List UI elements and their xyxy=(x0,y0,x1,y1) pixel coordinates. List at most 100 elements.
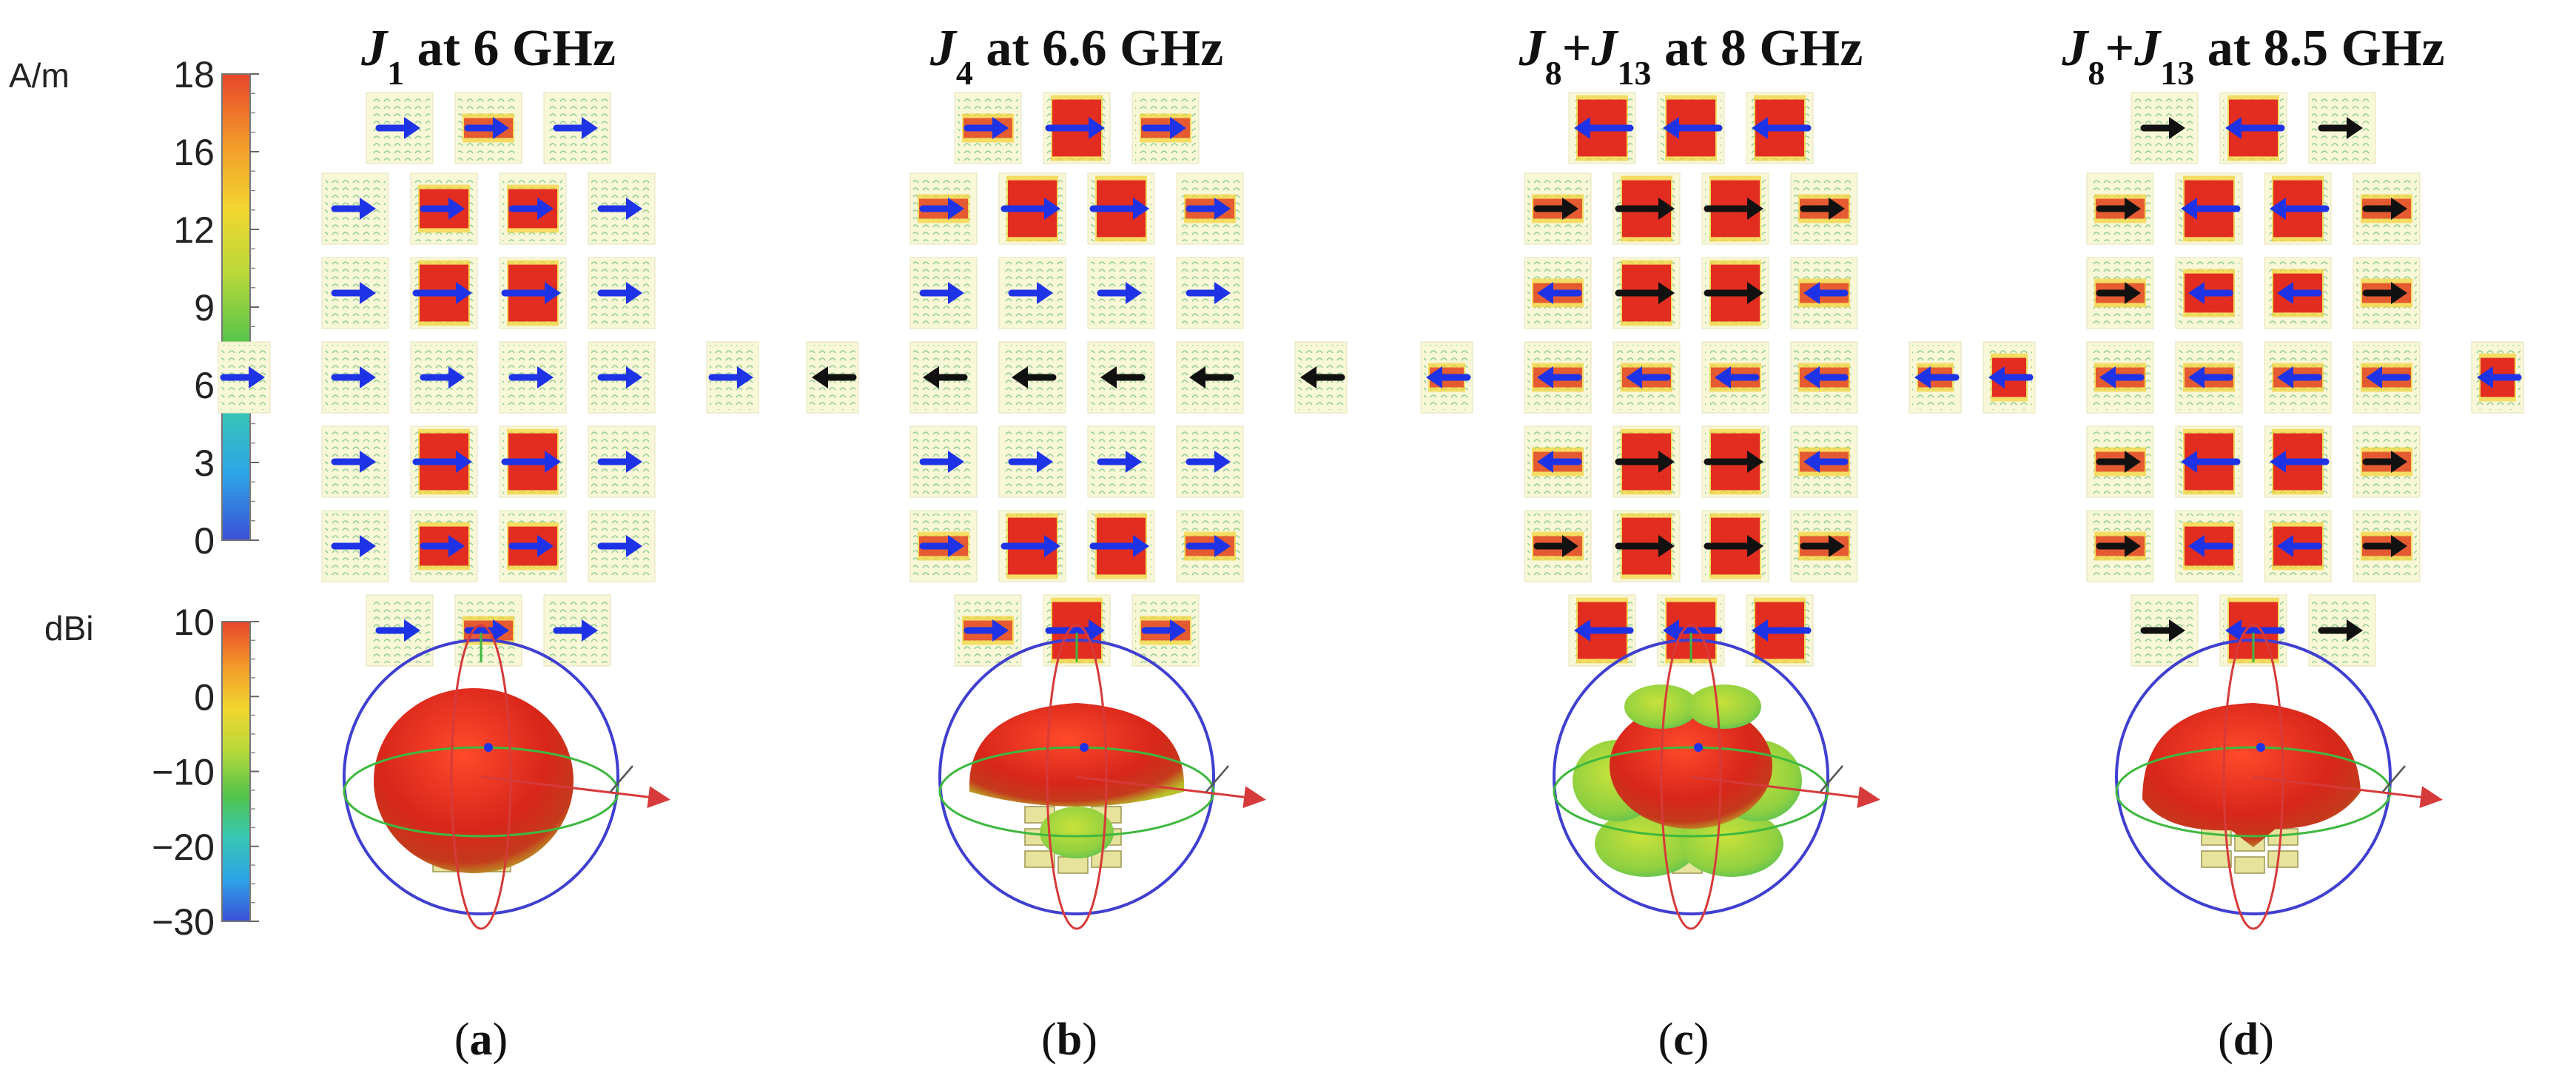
subfigure-label-letter: c xyxy=(1673,1015,1694,1065)
colorbar-tick-label: −20 xyxy=(152,827,215,868)
colorbar-gain-unit: dBi xyxy=(44,609,93,647)
colorbar-tick-label: 12 xyxy=(173,209,215,251)
right-arrow-icon xyxy=(331,366,376,388)
right-arrow-icon xyxy=(1186,535,1231,557)
right-arrow-icon xyxy=(220,366,265,388)
panel-title-part: 8 xyxy=(2088,54,2105,92)
panel-title-part: J xyxy=(2133,20,2162,77)
subfigure-label-letter: a xyxy=(470,1015,493,1065)
patch-row xyxy=(909,172,1244,245)
colorbar-tick-label: 0 xyxy=(194,520,215,562)
right-arrow-icon xyxy=(919,198,964,220)
right-arrow-icon xyxy=(331,282,376,304)
right-arrow-icon xyxy=(2096,198,2141,220)
panel-title-part: + xyxy=(2105,20,2134,77)
panel-title-part: J xyxy=(2061,20,2089,77)
patch-row xyxy=(1568,92,1814,164)
origin-marker-icon xyxy=(1080,743,1089,752)
pattern-equator xyxy=(2115,746,2392,838)
right-arrow-icon xyxy=(2362,535,2407,557)
right-arrow-icon xyxy=(420,198,465,220)
right-arrow-icon xyxy=(420,366,465,388)
right-arrow-icon xyxy=(375,117,420,139)
panel-title-part: 13 xyxy=(2160,54,2194,92)
subfigure-label-close: ) xyxy=(493,1015,508,1065)
left-arrow-icon xyxy=(1803,366,1849,388)
patch-row xyxy=(321,425,656,498)
pattern-meridian xyxy=(450,624,512,930)
right-arrow-icon xyxy=(331,198,376,220)
subfigure-label-close: ) xyxy=(1082,1015,1097,1065)
left-arrow-icon xyxy=(2277,282,2322,304)
right-arrow-icon xyxy=(919,282,964,304)
right-arrow-icon xyxy=(1186,451,1231,473)
patch-row xyxy=(909,257,1244,329)
panel-title-part: J xyxy=(929,20,958,77)
colorbar-tick-label: 6 xyxy=(194,365,215,406)
left-arrow-icon xyxy=(2366,366,2411,388)
side-lobe xyxy=(1687,684,1761,729)
left-arrow-icon xyxy=(2188,366,2233,388)
right-arrow-icon xyxy=(501,451,561,473)
x-axis-arrow-icon xyxy=(1076,776,1266,809)
right-arrow-icon xyxy=(919,535,964,557)
right-arrow-icon xyxy=(412,282,472,304)
patch-row xyxy=(2086,425,2421,498)
panel-title-part: J xyxy=(360,20,389,77)
right-arrow-icon xyxy=(2362,282,2407,304)
radiation-pattern xyxy=(1553,624,1880,930)
panel-title-part: 13 xyxy=(1618,54,1652,92)
right-arrow-icon xyxy=(964,619,1009,642)
right-arrow-icon xyxy=(2362,451,2407,473)
left-arrow-icon xyxy=(1752,117,1812,139)
origin-marker-icon xyxy=(2256,743,2265,752)
panel-title-part: at 8 GHz xyxy=(1652,20,1863,77)
right-arrow-icon xyxy=(597,535,642,557)
panel-title-part: at 6 GHz xyxy=(404,20,616,77)
patch-row xyxy=(2086,510,2421,582)
panel-title: J1 at 6 GHz xyxy=(360,20,616,92)
colorbar-tick-label: 3 xyxy=(194,443,215,484)
subfigure-label-letter: d xyxy=(2233,1015,2259,1065)
phi-axis-icon xyxy=(1820,765,1843,793)
right-arrow-icon xyxy=(1141,117,1186,139)
pattern-equator xyxy=(1553,746,1829,838)
left-arrow-icon xyxy=(1537,366,1582,388)
patch-tile xyxy=(2175,257,2243,329)
right-arrow-icon xyxy=(1186,198,1231,220)
panel-c: J8+J13 at 8 GHz(c) xyxy=(1420,20,1962,1065)
panel-title-part: 1 xyxy=(387,54,404,92)
right-arrow-icon xyxy=(331,451,376,473)
colorbar-current-unit: A/m xyxy=(9,56,70,95)
right-arrow-icon xyxy=(508,366,554,388)
right-arrow-icon xyxy=(597,198,642,220)
right-arrow-icon xyxy=(1097,282,1142,304)
right-arrow-icon xyxy=(1615,535,1675,557)
subfigure-label-close: ) xyxy=(2259,1015,2274,1065)
left-arrow-icon xyxy=(1715,366,1760,388)
left-arrow-icon xyxy=(2188,535,2233,557)
x-axis-arrow-icon xyxy=(1690,776,1880,809)
left-arrow-icon xyxy=(923,366,968,388)
phi-axis-icon xyxy=(2382,765,2406,793)
right-arrow-icon xyxy=(2318,619,2363,642)
left-arrow-icon xyxy=(2270,198,2330,220)
right-arrow-icon xyxy=(553,619,598,642)
right-arrow-icon xyxy=(2362,198,2407,220)
subfigure-label-open: ( xyxy=(1041,1015,1057,1065)
right-arrow-icon xyxy=(331,535,376,557)
patch-row xyxy=(1983,341,2524,414)
right-arrow-icon xyxy=(597,282,642,304)
left-arrow-icon xyxy=(1803,282,1849,304)
radiation-pattern xyxy=(2115,624,2443,930)
right-arrow-icon xyxy=(1704,198,1763,220)
radiation-pattern xyxy=(343,624,670,930)
right-arrow-icon xyxy=(375,619,420,642)
patch-row xyxy=(1524,257,1858,329)
left-arrow-icon xyxy=(2181,198,2241,220)
patch-row xyxy=(909,510,1244,582)
subfigure-label-close: ) xyxy=(1694,1015,1709,1065)
right-arrow-icon xyxy=(1089,198,1149,220)
